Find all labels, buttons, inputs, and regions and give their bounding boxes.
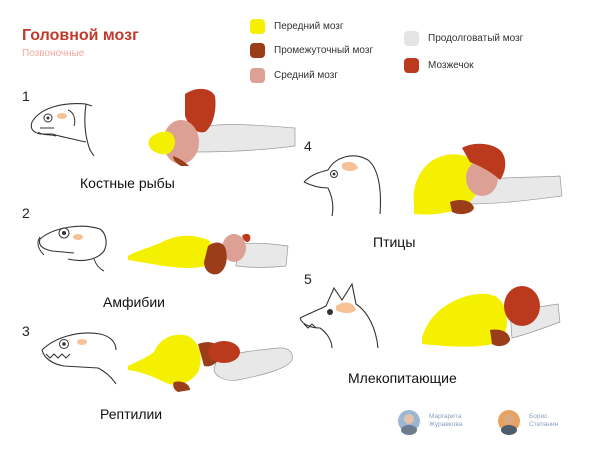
credit-first-name: Борис [529,413,548,420]
legend-item-diencephalon: Промежуточный мозг [250,43,373,58]
bird-brain-illustration [413,143,563,215]
person-icon [401,414,417,435]
group-label: Птицы [373,234,416,250]
group-label: Млекопитающие [348,370,457,386]
avatar [398,410,420,435]
group-label: Рептилии [100,406,163,422]
group-label: Амфибии [103,294,165,310]
lizard-head-icon [41,332,117,385]
credit-first-name: Маргарита [429,413,462,420]
legend-item-midbrain: Средний мозг [250,68,338,83]
person-icon [501,414,517,435]
legend-label: Передний мозг [274,21,344,32]
fish-brain-illustration [148,88,296,166]
legend-swatch-medulla [404,31,419,46]
bird-head-icon [303,155,382,217]
legend-label: Средний мозг [274,70,338,81]
credit-last-name: Степанин [529,421,559,428]
page-subtitle: Позвоночные [22,48,85,59]
wolf-head-icon [299,282,379,349]
credit-author: Борис Степанин [498,410,559,435]
group-number: 4 [304,138,312,154]
legend-label: Мозжечок [428,60,474,71]
legend-swatch-diencephalon [250,43,265,58]
legend-swatch-forebrain [250,19,265,34]
legend-swatch-cerebellum [404,58,419,73]
legend-swatch-midbrain [250,68,265,83]
fish-head-icon [30,103,95,157]
frog-head-icon [37,225,107,272]
legend-item-medulla: Продолговатый мозг [404,31,523,46]
credit-author: Маргарита Журавкова [398,410,463,435]
group-number: 1 [22,88,30,104]
group-number: 2 [22,205,30,221]
group-label: Костные рыбы [80,175,175,191]
amphibian-brain-illustration [128,233,289,275]
page-title: Головной мозг [22,27,139,44]
legend-label: Промежуточный мозг [274,45,374,56]
legend-label: Продолговатый мозг [428,33,524,44]
mammal-brain-illustration [422,286,561,347]
legend-item-cerebellum: Мозжечок [404,58,474,73]
avatar [498,410,520,435]
reptile-brain-illustration [128,334,293,392]
credit-last-name: Журавкова [429,421,463,428]
group-number: 3 [22,323,30,339]
group-number: 5 [304,271,312,287]
legend-item-forebrain: Передний мозг [250,19,344,34]
